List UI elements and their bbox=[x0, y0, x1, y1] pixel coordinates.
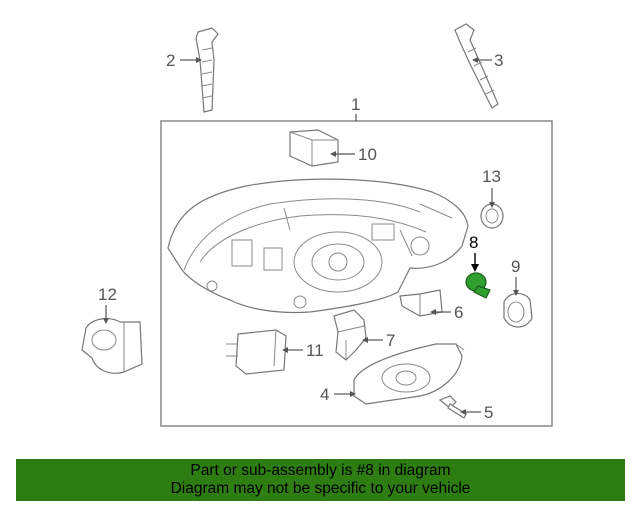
callout-2[interactable]: 2 bbox=[166, 51, 202, 70]
callout-13-label: 13 bbox=[482, 167, 501, 186]
callout-9[interactable]: 9 bbox=[511, 257, 520, 296]
callout-7-label: 7 bbox=[386, 331, 395, 350]
callout-1[interactable]: 1 bbox=[351, 95, 360, 121]
part-7-bulb[interactable] bbox=[333, 309, 367, 361]
callout-6[interactable]: 6 bbox=[430, 303, 463, 322]
part-11-module[interactable] bbox=[226, 329, 287, 375]
callout-4-label: 4 bbox=[320, 385, 329, 404]
part-8-bulb[interactable] bbox=[465, 272, 491, 299]
callout-6-label: 6 bbox=[454, 303, 463, 322]
part-5-screw[interactable] bbox=[438, 395, 467, 419]
callout-4[interactable]: 4 bbox=[320, 385, 356, 404]
banner-line-2: Diagram may not be specific to your vehi… bbox=[170, 480, 471, 497]
callout-13[interactable]: 13 bbox=[482, 167, 501, 208]
callout-3-label: 3 bbox=[494, 51, 503, 70]
headlamp-housing[interactable] bbox=[167, 178, 469, 314]
callout-9-label: 9 bbox=[511, 257, 520, 276]
callout-1-label: 1 bbox=[351, 95, 360, 114]
part-10-control-module[interactable] bbox=[289, 129, 339, 167]
callout-5[interactable]: 5 bbox=[460, 403, 493, 422]
part-13-cap[interactable] bbox=[480, 203, 504, 229]
part-2-bracket[interactable] bbox=[195, 27, 219, 113]
callout-2-label: 2 bbox=[166, 51, 175, 70]
callout-11-label: 11 bbox=[306, 341, 324, 360]
callout-10-label: 10 bbox=[358, 145, 377, 164]
info-banner: Part or sub-assembly is #8 in diagram Di… bbox=[16, 459, 625, 501]
callout-12-label: 12 bbox=[98, 285, 117, 304]
callout-8[interactable]: 8 bbox=[469, 233, 479, 272]
part-4-fog-lamp[interactable] bbox=[353, 343, 465, 405]
callout-11[interactable]: 11 bbox=[282, 341, 324, 360]
part-3-bracket[interactable] bbox=[454, 23, 499, 109]
callout-10[interactable]: 10 bbox=[330, 145, 377, 164]
banner-line-1: Part or sub-assembly is #8 in diagram bbox=[190, 462, 451, 479]
part-12-actuator[interactable] bbox=[81, 318, 143, 374]
part-9-socket[interactable] bbox=[503, 292, 533, 328]
callout-5-label: 5 bbox=[484, 403, 493, 422]
callout-8-label: 8 bbox=[469, 233, 478, 252]
callout-3[interactable]: 3 bbox=[472, 51, 503, 70]
callout-12[interactable]: 12 bbox=[98, 285, 117, 324]
callout-7[interactable]: 7 bbox=[362, 331, 395, 350]
